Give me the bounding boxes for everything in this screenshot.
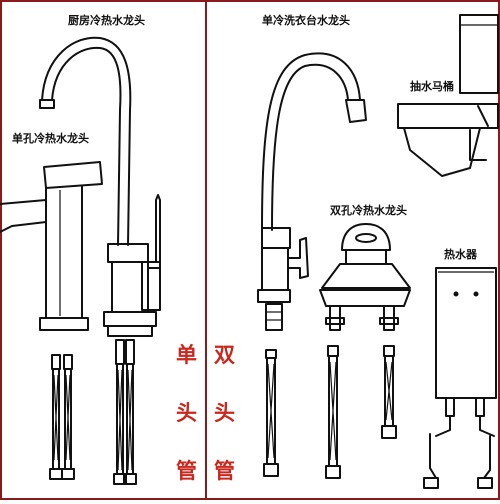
single-hole-faucet-drawing <box>0 161 103 331</box>
single-head-hoses <box>49 339 137 485</box>
label-kitchen-faucet: 厨房冷热水龙头 <box>68 13 145 27</box>
double-head-hoses <box>263 345 493 489</box>
double-pipe-char-3: 管 <box>214 459 235 483</box>
single-pipe-char-2: 头 <box>176 401 197 425</box>
label-water-heater: 热水器 <box>444 247 478 261</box>
water-heater-drawing <box>435 267 497 437</box>
double-pipe-char-1: 双 <box>214 343 235 367</box>
label-single-hole-faucet: 单孔冷热水龙头 <box>12 131 89 145</box>
double-hole-faucet-drawing <box>319 223 411 331</box>
double-pipe-char-2: 头 <box>214 401 235 425</box>
label-toilet: 抽水马桶 <box>410 79 454 93</box>
single-pipe-char-3: 管 <box>176 459 197 483</box>
toilet-drawing <box>397 14 499 177</box>
label-basin-faucet: 单冷洗衣台水龙头 <box>262 13 350 27</box>
single-pipe-char-1: 单 <box>176 343 197 367</box>
label-double-hole-faucet: 双孔冷热水龙头 <box>330 203 407 217</box>
kitchen-faucet-drawing <box>39 36 161 337</box>
basin-faucet-drawing <box>257 52 367 331</box>
